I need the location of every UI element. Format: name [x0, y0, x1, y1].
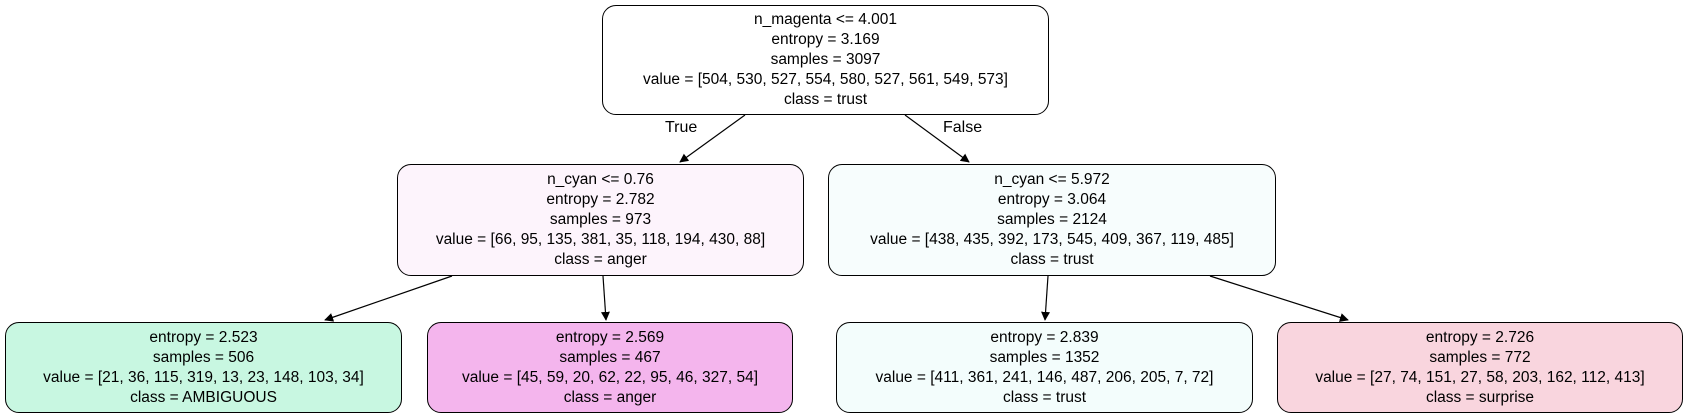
node-value: value = [27, 74, 151, 27, 58, 203, 162, … — [1315, 368, 1645, 386]
node-class: class = trust — [783, 91, 868, 108]
node-entropy: entropy = 2.569 — [555, 328, 665, 346]
edge-n0-n1 — [679, 114, 746, 163]
node-class: class = AMBIGUOUS — [130, 388, 277, 406]
edge-n2-n5 — [1041, 275, 1051, 321]
node-class: class = surprise — [1425, 388, 1535, 406]
node-value: value = [438, 435, 392, 173, 545, 409, 3… — [870, 231, 1234, 248]
node-split-rule: n_cyan <= 0.76 — [547, 171, 654, 188]
node-class: class = anger — [554, 251, 647, 268]
node-entropy: entropy = 3.169 — [771, 31, 880, 48]
node-samples: samples = 772 — [1429, 348, 1531, 366]
node-value: value = [45, 59, 20, 62, 22, 95, 46, 327… — [461, 368, 759, 386]
node-class: class = trust — [1010, 251, 1094, 268]
node-value: value = [411, 361, 241, 146, 487, 206, 2… — [875, 368, 1214, 386]
node-samples: samples = 2124 — [997, 211, 1107, 228]
node-samples: samples = 506 — [152, 348, 255, 366]
edge-n1-n3 — [324, 275, 453, 322]
node-class: class = trust — [1002, 388, 1087, 406]
tree-node-left: n_cyan <= 0.76 entropy = 2.782 samples =… — [397, 164, 804, 276]
tree-leaf-node: entropy = 2.523 samples = 506 value = [2… — [5, 322, 402, 413]
node-split-rule: n_cyan <= 5.972 — [994, 171, 1110, 188]
edge-label-false: False — [943, 119, 983, 136]
node-value: value = [504, 530, 527, 554, 580, 527, 5… — [643, 71, 1008, 88]
node-value: value = [21, 36, 115, 319, 13, 23, 148, … — [43, 368, 364, 386]
edge-n1-n4 — [600, 275, 610, 321]
tree-node-root: n_magenta <= 4.001 entropy = 3.169 sampl… — [602, 5, 1049, 115]
tree-leaf-node: entropy = 2.569 samples = 467 value = [4… — [427, 322, 793, 413]
edge-n0-n2 — [904, 114, 970, 163]
node-entropy: entropy = 2.839 — [990, 328, 1099, 346]
node-samples: samples = 3097 — [770, 51, 881, 68]
node-entropy: entropy = 2.782 — [546, 191, 655, 208]
node-value: value = [66, 95, 135, 381, 35, 118, 194,… — [435, 231, 766, 248]
node-samples: samples = 1352 — [989, 348, 1100, 366]
node-split-rule: n_magenta <= 4.001 — [753, 11, 898, 28]
node-class: class = anger — [563, 388, 657, 406]
node-entropy: entropy = 2.726 — [1425, 328, 1535, 346]
node-samples: samples = 973 — [549, 211, 652, 228]
node-entropy: entropy = 3.064 — [997, 191, 1107, 208]
node-samples: samples = 467 — [559, 348, 661, 366]
tree-leaf-node: entropy = 2.839 samples = 1352 value = [… — [836, 322, 1253, 413]
tree-node-right: n_cyan <= 5.972 entropy = 3.064 samples … — [828, 164, 1276, 276]
node-entropy: entropy = 2.523 — [149, 328, 258, 346]
edge-label-true: True — [665, 119, 698, 136]
edge-n2-n6 — [1209, 275, 1349, 322]
tree-leaf-node: entropy = 2.726 samples = 772 value = [2… — [1277, 322, 1683, 413]
